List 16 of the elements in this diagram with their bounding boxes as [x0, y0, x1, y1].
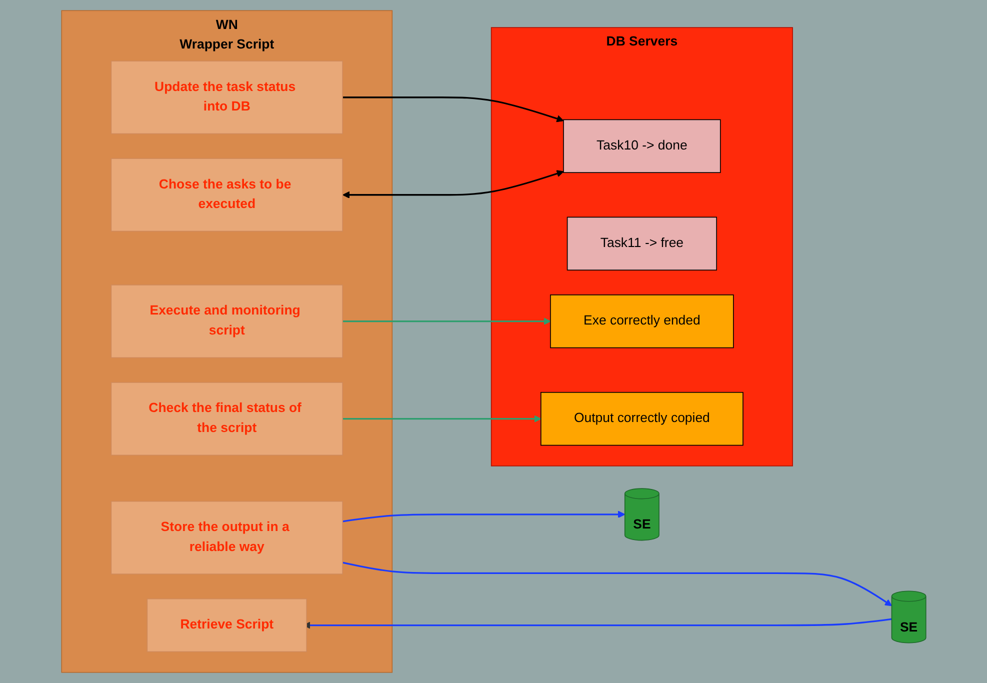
arrow: [342, 415, 541, 422]
node-box: Execute and monitoring script: [110, 284, 343, 358]
node-box: Update the task status into DB: [110, 60, 343, 134]
node-box: Task10 -> done: [562, 119, 721, 173]
arrow: [342, 170, 564, 199]
arrow: [342, 510, 625, 522]
arrow: [342, 562, 892, 606]
arrow: [342, 318, 551, 325]
node-box: Output correctly copied: [540, 392, 744, 446]
node-box: Store the output in a reliable way: [110, 500, 343, 574]
node-box: Task11 -> free: [566, 216, 717, 270]
node-box: Retrieve Script: [146, 598, 307, 652]
node-box: Chose the asks to be executed: [110, 158, 343, 232]
arrow: [342, 96, 564, 122]
node-box: Check the final status of the script: [110, 382, 343, 456]
node-box: Exe correctly ended: [550, 294, 734, 348]
